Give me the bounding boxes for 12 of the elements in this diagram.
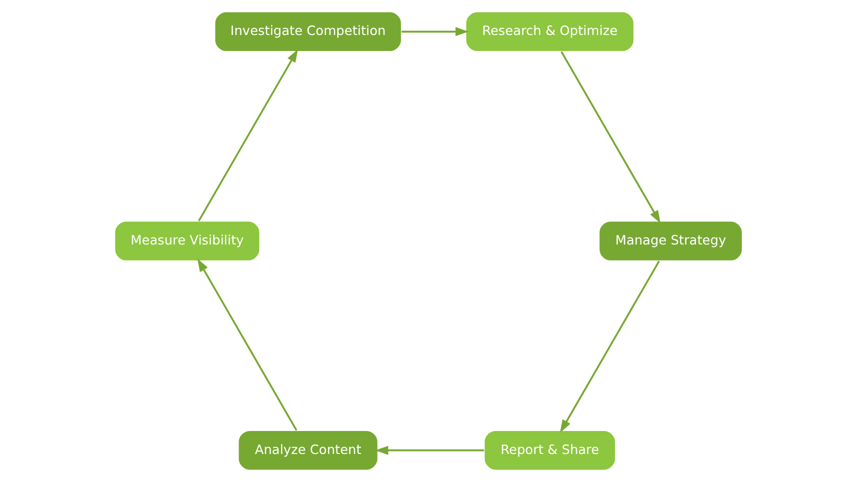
- arrow: [401, 27, 468, 36]
- arrow: [374, 446, 484, 455]
- arrow: [560, 51, 660, 224]
- node-box: Analyze Content: [237, 430, 378, 471]
- arrow: [196, 258, 297, 431]
- node-box: Research & Optimize: [464, 11, 634, 52]
- node-box: Measure Visibility: [114, 220, 260, 262]
- node-box: Report & Share: [483, 430, 616, 471]
- arrow: [559, 260, 660, 433]
- node-box: Investigate Competition: [214, 11, 402, 52]
- node-box: Manage Strategy: [598, 220, 742, 262]
- arrow: [198, 49, 298, 222]
